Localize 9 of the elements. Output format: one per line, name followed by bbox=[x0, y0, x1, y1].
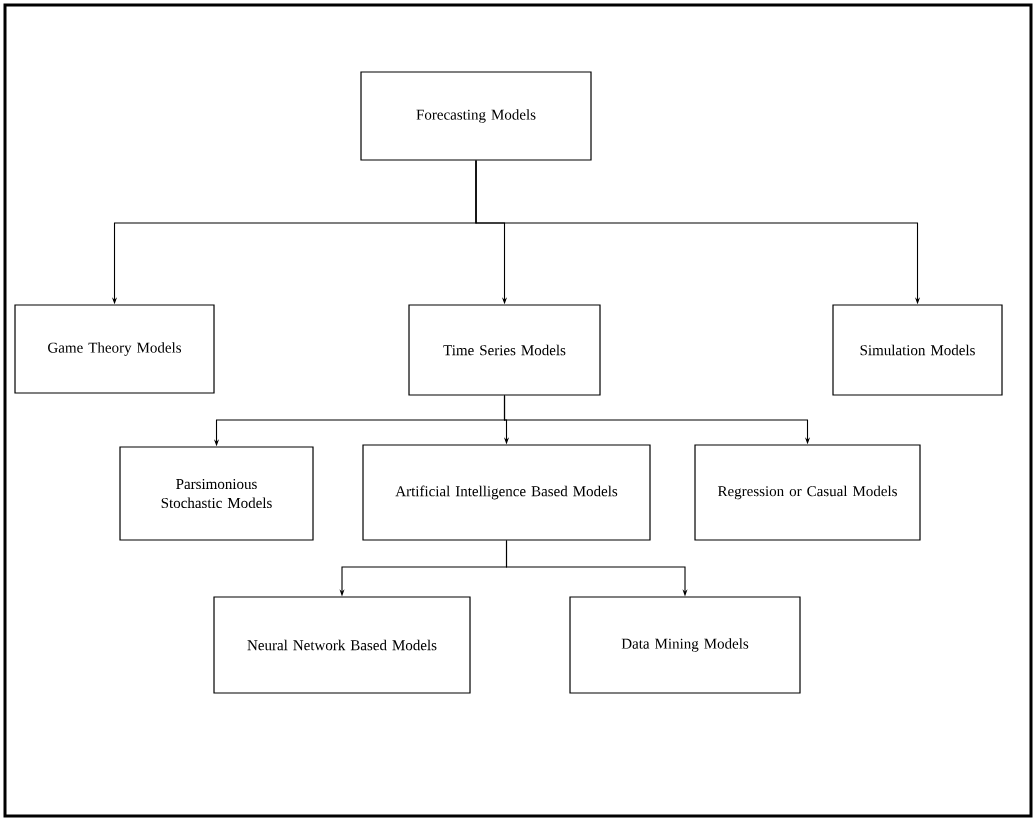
model-box: Neural Network Based Models bbox=[213, 596, 471, 694]
model-box: Forecasting Models bbox=[360, 71, 592, 161]
model-box: Game Theory Models bbox=[14, 304, 215, 394]
model-box: Parsimonious Stochastic Models bbox=[119, 446, 314, 541]
model-box: Artificial Intelligence Based Models bbox=[362, 444, 651, 541]
model-box: Regression or Casual Models bbox=[694, 444, 921, 541]
model-box: Time Series Models bbox=[408, 304, 601, 396]
model-box: Simulation Models bbox=[832, 304, 1003, 396]
model-box: Data Mining Models bbox=[569, 596, 801, 694]
